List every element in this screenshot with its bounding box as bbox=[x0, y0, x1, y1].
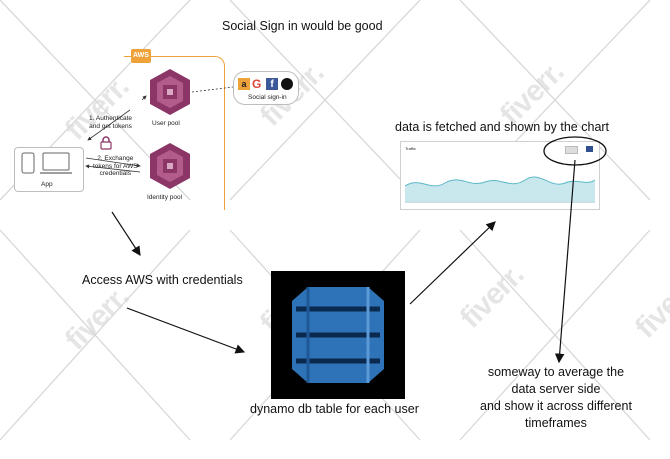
dynamodb-icon bbox=[292, 287, 384, 383]
amazon-icon: a bbox=[238, 78, 250, 90]
note-data-fetched: data is fetched and shown by the chart bbox=[395, 120, 610, 134]
apple-icon bbox=[281, 78, 293, 90]
aws-group-border bbox=[124, 56, 225, 210]
note-average-data: someway to average the data server side … bbox=[480, 365, 632, 430]
lock-icon bbox=[100, 136, 112, 150]
aws-badge-label: AWS bbox=[133, 52, 149, 59]
note-social-sign-in: Social Sign in would be good bbox=[222, 19, 383, 33]
dynamodb-tile bbox=[271, 271, 405, 399]
timeframe-button bbox=[586, 146, 593, 152]
chart-thumbnail-title: Traffic bbox=[405, 146, 416, 151]
user-pool-icon bbox=[150, 69, 190, 115]
devices-icon bbox=[21, 152, 72, 174]
app-panel: App bbox=[14, 147, 84, 192]
social-signin-panel: a G f Social sign-in bbox=[233, 71, 299, 105]
timeframe-dropdown bbox=[565, 146, 578, 154]
aws-badge: AWS bbox=[131, 49, 151, 63]
note-dynamo-table: dynamo db table for each user bbox=[250, 402, 419, 416]
note-access-aws: Access AWS with credentials bbox=[82, 273, 243, 287]
identity-pool-label: Identity pool bbox=[147, 194, 183, 201]
chart-thumbnail: Traffic bbox=[400, 141, 600, 210]
facebook-icon: f bbox=[266, 78, 278, 90]
chart-thumbnail-plot bbox=[405, 176, 595, 203]
user-pool-label: User pool bbox=[152, 120, 180, 127]
app-label: App bbox=[41, 181, 53, 188]
social-signin-label: Social sign-in bbox=[248, 94, 287, 101]
identity-pool-icon bbox=[150, 143, 190, 189]
google-icon: G bbox=[252, 77, 262, 91]
